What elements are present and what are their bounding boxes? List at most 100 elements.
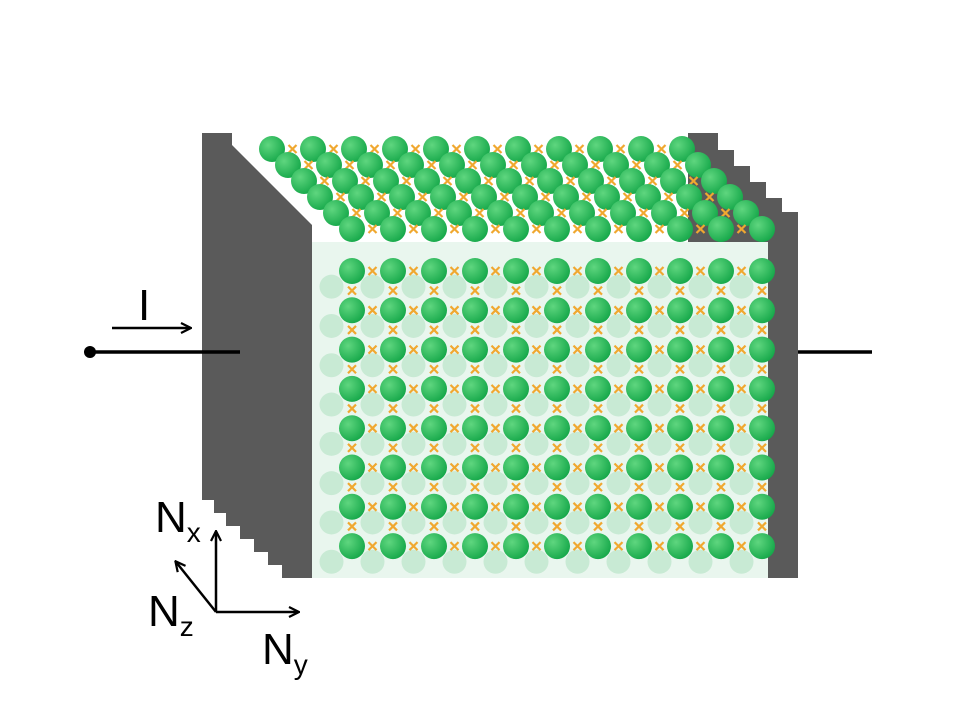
top-atom	[357, 152, 383, 178]
top-atom	[701, 168, 727, 194]
back-atom	[729, 313, 754, 338]
back-atom	[647, 431, 672, 456]
bond-stroke	[654, 344, 665, 355]
bond-mark	[490, 266, 501, 276]
atom	[462, 258, 488, 284]
bond-stroke	[429, 482, 439, 492]
bond-stroke	[347, 521, 357, 532]
back-atom	[319, 353, 344, 378]
atom	[380, 454, 406, 481]
atom	[585, 454, 611, 481]
bond-stroke	[634, 521, 644, 532]
top-atom	[380, 216, 406, 242]
bond-stroke	[328, 144, 339, 154]
bond-stroke	[613, 344, 624, 355]
bond-stroke	[654, 305, 665, 316]
bond-mark	[458, 192, 469, 202]
atom	[708, 533, 734, 560]
bond-stroke	[757, 285, 767, 296]
bond-stroke	[572, 305, 583, 316]
bond-stroke	[449, 502, 460, 512]
top-atom	[708, 216, 734, 242]
bond-mark	[634, 285, 644, 296]
top-atom	[503, 216, 529, 242]
back-atom	[688, 313, 713, 338]
top-atom	[717, 184, 743, 210]
bond-stroke	[511, 482, 521, 492]
bond-mark	[401, 176, 412, 186]
bond-mark	[593, 443, 603, 453]
bond-mark	[470, 443, 480, 453]
bond-mark	[634, 443, 644, 453]
top-atom	[464, 136, 490, 162]
bond-mark	[470, 521, 480, 532]
bond-stroke	[654, 224, 665, 234]
bond-stroke	[757, 364, 767, 375]
atom	[380, 533, 406, 560]
bond-mark	[490, 224, 501, 234]
atom	[544, 258, 570, 284]
bond-stroke	[433, 208, 444, 218]
bond-mark	[367, 502, 378, 512]
back-atom	[483, 549, 508, 574]
bond-mark	[736, 502, 747, 512]
atom	[339, 375, 365, 402]
bond-mark	[675, 521, 685, 532]
bond-mark	[388, 443, 398, 453]
bond-stroke	[634, 364, 644, 375]
lattice-front-atoms	[339, 258, 775, 560]
bond-mark	[613, 344, 624, 355]
back-atom	[565, 510, 590, 535]
back-atom	[647, 549, 672, 574]
bond-stroke	[716, 285, 726, 296]
bond-stroke	[508, 160, 519, 170]
back-atom	[401, 313, 426, 338]
bond-stroke	[388, 403, 398, 414]
top-atom	[619, 168, 645, 194]
bond-stroke	[388, 285, 398, 296]
bond-stroke	[613, 462, 624, 473]
bond-stroke	[499, 192, 510, 202]
bond-stroke	[347, 364, 357, 375]
atom	[667, 258, 693, 284]
axis-z-label-main: N	[148, 587, 180, 636]
atom	[380, 336, 406, 363]
bond-mark	[654, 224, 665, 234]
bond-stroke	[593, 285, 603, 296]
current-label: I	[138, 281, 151, 330]
lattice-bonds	[347, 266, 767, 551]
bond-mark	[347, 325, 357, 335]
bond-stroke	[408, 305, 419, 316]
bond-stroke	[429, 403, 439, 414]
bond-stroke	[672, 160, 683, 170]
top-atom	[421, 216, 447, 242]
bond-stroke	[408, 541, 419, 551]
bond-mark	[634, 364, 644, 375]
bond-mark	[376, 192, 387, 202]
bond-mark	[565, 176, 576, 186]
bond-mark	[736, 462, 747, 473]
bond-stroke	[552, 482, 562, 492]
back-atom	[442, 274, 467, 299]
bond-mark	[367, 423, 378, 433]
bond-stroke	[552, 403, 562, 414]
bond-stroke	[347, 482, 357, 492]
atom	[544, 454, 570, 481]
bond-stroke	[408, 344, 419, 355]
top-atom	[544, 216, 570, 242]
atom	[462, 297, 488, 324]
atom	[380, 258, 406, 284]
bond-mark	[408, 423, 419, 433]
bond-mark	[552, 403, 562, 414]
bond-stroke	[467, 160, 478, 170]
top-atom	[676, 184, 702, 210]
bond-stroke	[704, 192, 715, 202]
atom	[585, 415, 611, 442]
bond-stroke	[449, 423, 460, 433]
bond-mark	[757, 482, 767, 492]
bond-stroke	[401, 176, 412, 186]
bond-mark	[347, 364, 357, 375]
back-atom	[483, 353, 508, 378]
back-atom	[606, 510, 631, 535]
bond-mark	[470, 364, 480, 375]
